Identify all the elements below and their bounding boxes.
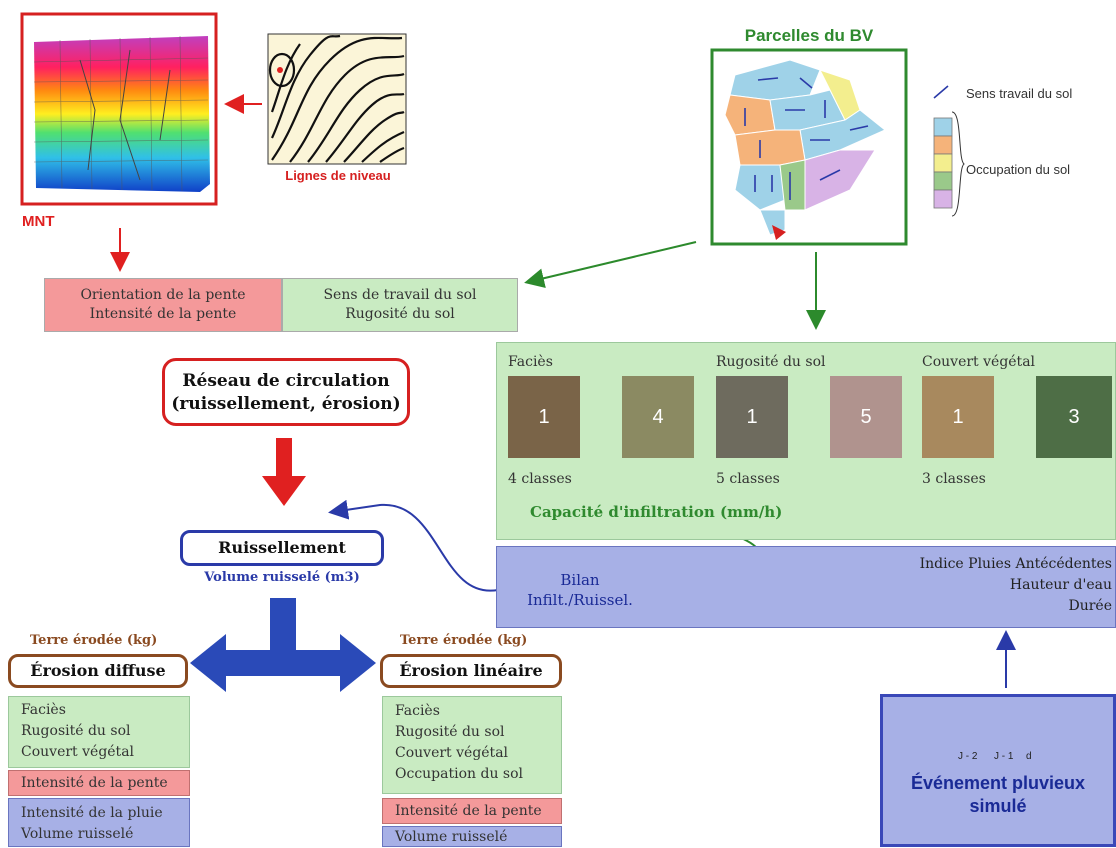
- linear-title-box: Érosion linéaire: [380, 654, 562, 688]
- duration: Durée: [1068, 598, 1112, 614]
- cover-classes: 3 classes: [922, 471, 986, 487]
- linear-red-box: Intensité de la pente: [382, 798, 562, 824]
- tillage-direction: Sens de travail du sol: [323, 287, 477, 303]
- cover-photo-1: 1: [922, 376, 994, 458]
- arrow-parcels-to-tillage: [524, 241, 697, 289]
- capacity-label: Capacité d'infiltration (mm/h): [530, 503, 783, 521]
- runoff-title: Ruissellement: [218, 538, 346, 557]
- cover-title: Couvert végétal: [922, 354, 1036, 370]
- rain-tick-d: d: [1026, 751, 1032, 762]
- facies-title: Faciès: [508, 354, 553, 370]
- diffuse-facies: Faciès: [21, 702, 66, 718]
- facies-to: 4: [652, 405, 664, 428]
- diffuse-rain-intensity: Intensité de la pluie: [21, 805, 163, 821]
- diffuse-title-box: Érosion diffuse: [8, 654, 188, 688]
- linear-rugosity: Rugosité du sol: [395, 724, 505, 740]
- diffuse-eroded-label: Terre érodée (kg): [30, 633, 158, 648]
- diffuse-slope: Intensité de la pente: [21, 775, 168, 791]
- legend-occupation-label: Occupation du sol: [966, 162, 1071, 177]
- diffuse-rugosity: Rugosité du sol: [21, 723, 131, 739]
- mnt-label: MNT: [22, 213, 55, 230]
- balance-params: Indice Pluies Antécédentes Hauteur d'eau…: [900, 554, 1112, 617]
- network-box: Réseau de circulation (ruissellement, ér…: [162, 358, 410, 426]
- rain-tick-j2: J - 2: [958, 751, 978, 762]
- rain-tick-j1: J - 1: [994, 751, 1014, 762]
- facies-photo-1: 1: [508, 376, 580, 458]
- linear-green-box: Faciès Rugosité du sol Couvert végétal O…: [382, 696, 562, 794]
- linear-cover: Couvert végétal: [395, 745, 509, 761]
- cover-photo-3: 3: [1036, 376, 1112, 458]
- facies-classes: 4 classes: [508, 471, 572, 487]
- legend-arrow-icon: [933, 85, 949, 99]
- diffuse-cover: Couvert végétal: [21, 744, 135, 760]
- rugosity-classes: 5 classes: [716, 471, 780, 487]
- cover-to: 3: [1068, 405, 1080, 428]
- rugosity-photo-1: 1: [716, 376, 788, 458]
- diffuse-green-box: Faciès Rugosité du sol Couvert végétal: [8, 696, 190, 768]
- rain-event-subtitle: simulé: [969, 796, 1027, 816]
- linear-eroded-label: Terre érodée (kg): [400, 633, 528, 648]
- rugosity-to: 5: [860, 405, 872, 428]
- contours-label: Lignes de niveau: [285, 168, 391, 183]
- antecedent-rain-index: Indice Pluies Antécédentes: [919, 556, 1112, 572]
- balance-subtitle: Infilt./Ruissel.: [527, 591, 633, 609]
- balance-panel: [496, 546, 1116, 628]
- runoff-volume: Volume ruisselé (m3): [204, 570, 360, 585]
- facies-photo-4: 4: [622, 376, 694, 458]
- linear-occupation: Occupation du sol: [395, 766, 524, 782]
- water-height: Hauteur d'eau: [1009, 577, 1112, 593]
- rain-event-box: [880, 694, 1116, 847]
- runoff-box: Ruissellement: [180, 530, 384, 566]
- slope-intensity: Intensité de la pente: [89, 306, 237, 322]
- legend-swatches: [933, 117, 953, 209]
- legend-arrow-label: Sens travail du sol: [966, 86, 1073, 101]
- cover-from: 1: [952, 405, 964, 428]
- facies-from: 1: [538, 405, 550, 428]
- rain-event-title: Événement pluvieux: [910, 773, 1086, 793]
- network-subtitle: (ruissellement, érosion): [171, 394, 401, 414]
- rugosity-from: 1: [746, 405, 758, 428]
- parcels-map: [710, 48, 908, 246]
- legend-brace: [951, 111, 965, 217]
- linear-facies: Faciès: [395, 703, 440, 719]
- mnt-image: [20, 12, 218, 206]
- slope-orientation: Orientation de la pente: [80, 287, 246, 303]
- diffuse-runoff-volume: Volume ruisselé: [21, 826, 134, 842]
- arrow-balance-to-runoff: [328, 499, 499, 592]
- linear-runoff-volume: Volume ruisselé: [395, 829, 508, 845]
- slope-box: Orientation de la pente Intensité de la …: [44, 278, 282, 332]
- rain-event-label: Événement pluvieux simulé: [880, 772, 1116, 818]
- network-title: Réseau de circulation: [182, 371, 390, 391]
- rugosity-title: Rugosité du sol: [716, 354, 826, 370]
- tillage-roughness: Rugosité du sol: [345, 306, 455, 322]
- diffuse-title: Érosion diffuse: [30, 661, 166, 680]
- tillage-box: Sens de travail du sol Rugosité du sol: [282, 278, 518, 332]
- balance-label: Bilan Infilt./Ruissel.: [510, 570, 650, 610]
- parcels-title: Parcelles du BV: [744, 26, 874, 45]
- diffuse-blue-box: Intensité de la pluie Volume ruisselé: [8, 798, 190, 847]
- soil-panel: [496, 342, 1116, 540]
- linear-slope: Intensité de la pente: [395, 803, 542, 819]
- arrow-network-to-runoff: [262, 438, 306, 506]
- balance-title: Bilan: [560, 571, 600, 589]
- linear-blue-box: Volume ruisselé: [382, 826, 562, 847]
- linear-title: Érosion linéaire: [399, 661, 543, 680]
- contour-map: [267, 33, 407, 165]
- rugosity-photo-5: 5: [830, 376, 902, 458]
- erosion-split-arrow: [190, 598, 376, 692]
- diffuse-red-box: Intensité de la pente: [8, 770, 190, 796]
